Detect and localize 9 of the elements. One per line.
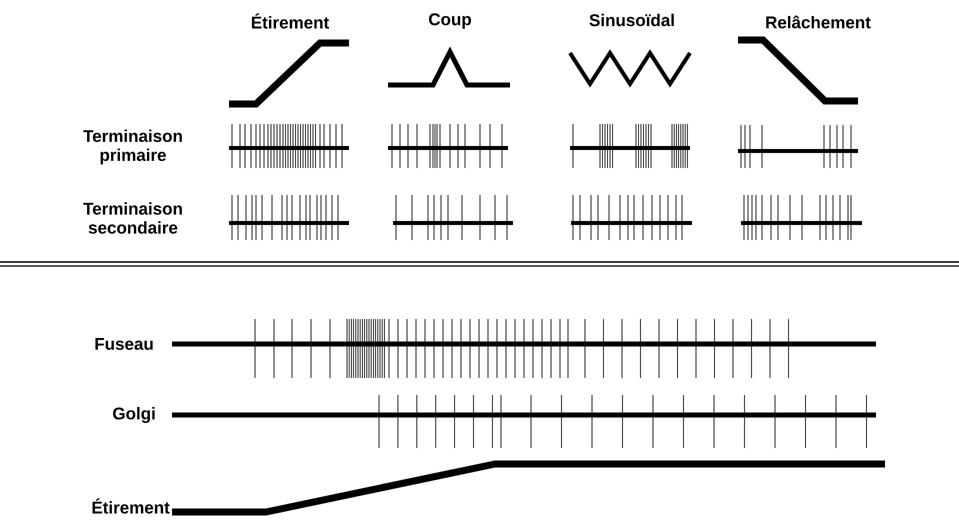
label-text: Terminaison secondaire xyxy=(83,202,182,234)
label-text: Fuseau xyxy=(95,338,153,350)
label-text: Étirement xyxy=(92,498,170,514)
label-text: Étirement xyxy=(252,13,329,29)
label-text: Relâchement xyxy=(766,16,871,28)
label-text: Terminaison primaire xyxy=(83,130,182,164)
label-text: Sinusoïdal xyxy=(590,14,674,26)
label-text: Golgi xyxy=(113,407,155,423)
label-text: Coup xyxy=(428,13,472,29)
